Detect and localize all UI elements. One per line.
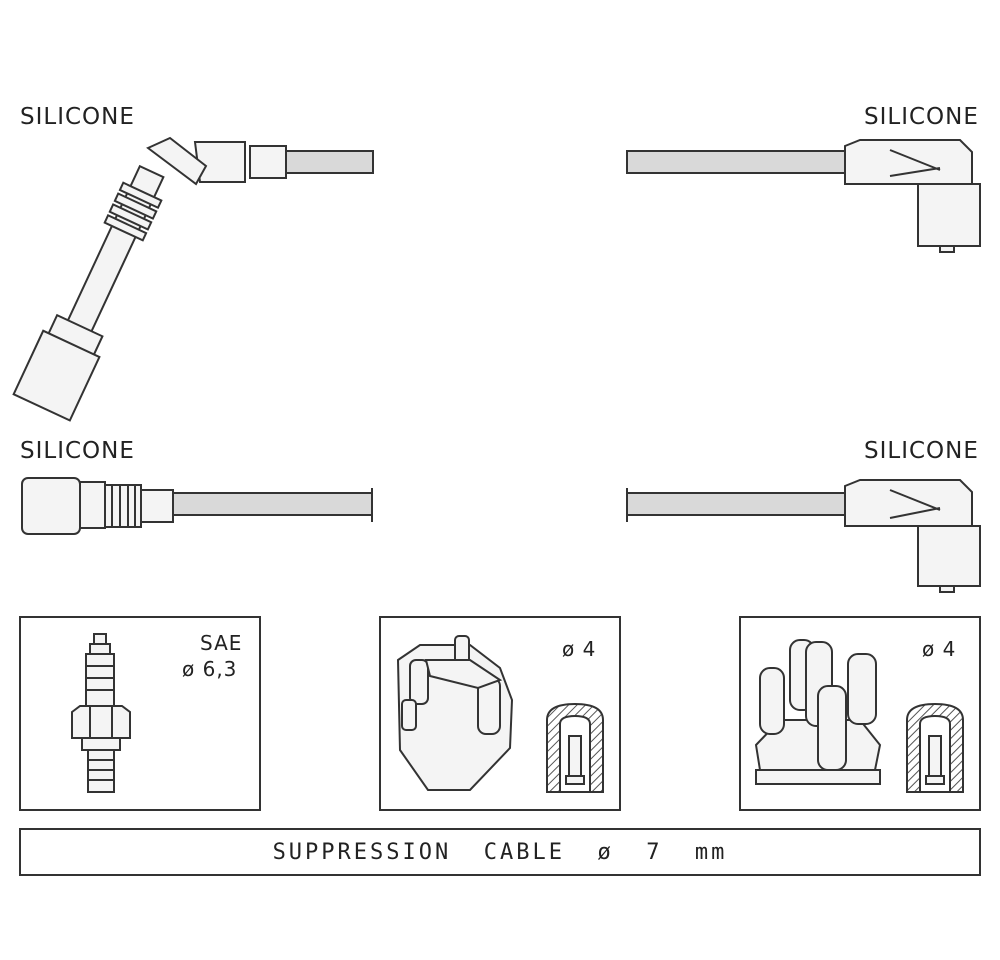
terminal-section-icon-2 xyxy=(906,702,964,793)
spark-plug-diameter-label: ø 6,3 xyxy=(182,657,238,681)
label-silicone-mid-left: SILICONE xyxy=(20,438,135,464)
terminal-section-icon xyxy=(546,702,604,793)
label-silicone-top-right: SILICONE xyxy=(864,104,979,130)
distributor-cap-panel-1 xyxy=(379,616,621,811)
distributor-cap-towers-icon xyxy=(754,639,882,785)
distributor-cap-panel-2 xyxy=(739,616,981,811)
distributor-1-diameter-label: ø 4 xyxy=(562,637,597,661)
distributor-2-diameter-label: ø 4 xyxy=(922,637,957,661)
label-silicone-top-left: SILICONE xyxy=(20,104,135,130)
suppression-cable-text: SUPPRESSION CABLE ø 7 mm xyxy=(272,839,728,865)
suppression-cable-bar xyxy=(19,828,981,876)
distributor-cap-icon xyxy=(396,635,514,791)
spark-plug-icon xyxy=(71,633,131,793)
spark-plug-standard-label: SAE xyxy=(200,631,243,655)
spark-plug-panel xyxy=(19,616,261,811)
mid-left-straight-boot xyxy=(21,477,373,535)
top-left-angled-boot xyxy=(12,136,374,422)
top-right-right-angle-boot xyxy=(626,139,981,253)
mid-right-right-angle-boot xyxy=(626,479,981,593)
label-silicone-mid-right: SILICONE xyxy=(864,438,979,464)
